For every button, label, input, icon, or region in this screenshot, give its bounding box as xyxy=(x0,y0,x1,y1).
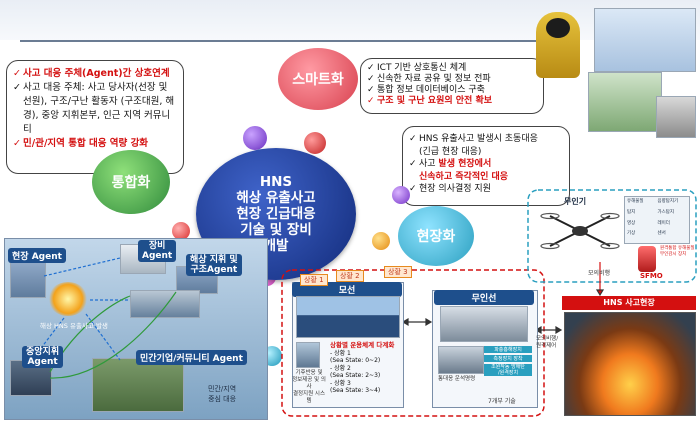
center-title-line-3: 현장 긴급대응 xyxy=(236,206,316,222)
mode-title: 상황별 운용체계 다계화 xyxy=(330,341,395,349)
integration-node: 통합화 xyxy=(92,150,170,214)
field-agent-label: 현장 Agent xyxy=(8,248,66,263)
situation-1-tag: 상황 1 xyxy=(300,274,328,286)
server-rack-image xyxy=(656,96,696,138)
decor-ball-red-small xyxy=(172,222,190,240)
situation-2-tag: 상황 2 xyxy=(336,270,364,282)
link-explosion-community xyxy=(85,313,121,361)
community-image xyxy=(92,358,184,412)
smart-node: 스마트화 xyxy=(278,48,358,110)
usv-button-stack: 파충흥해장치 측정장치 장착 조원작동 방해탄/원격장치 xyxy=(484,346,532,376)
operations-boundary xyxy=(281,269,545,417)
hns-site-label: HNS 사고현장 xyxy=(562,296,696,310)
usv-btn-2: 측정장치 장착 xyxy=(484,355,532,362)
decor-ball-red xyxy=(304,132,326,154)
drone-icon xyxy=(540,212,620,250)
private-agent-label: 민간기업/커뮤니티 Agent xyxy=(136,350,247,365)
decor-ball-purple-small xyxy=(392,186,410,204)
explosion-image xyxy=(48,282,88,316)
field-item-2: ✓사고 발생 현장에서 xyxy=(409,159,492,169)
header-divider xyxy=(20,40,560,42)
integration-item-1: ✓사고 대응 주체(Agent)간 상호연계 xyxy=(13,68,170,79)
hazmat-visor xyxy=(546,18,570,38)
field-item-2b: 신속하고 즉각적인 대응 xyxy=(419,171,509,182)
field-item-3: ✓현장 의사결정 지원 xyxy=(409,184,491,194)
drone-caption: 모의비행 xyxy=(588,270,611,277)
hns-fire-image xyxy=(564,312,696,416)
link-field-equip xyxy=(43,257,121,277)
smart-panel: ✓ICT 기반 상호통신 체계 ✓신속한 자료 공유 및 정보 전파 ✓통합 정… xyxy=(360,58,544,114)
usv-btn-1: 파충흥해장치 xyxy=(484,346,532,353)
integration-item-3: ✓민/관/지역 통합 대응 역량 강화 xyxy=(13,138,149,149)
usv-caption: 통대응 운석명령 xyxy=(438,376,476,382)
mothership-image xyxy=(296,296,400,338)
usv-btn-3: 조원작동 방해탄/원격장치 xyxy=(484,364,532,376)
mode-list: 상황별 운용체계 다계화 - 상황 1 (Sea State: 0~2) - 상… xyxy=(330,341,400,395)
smart-item-2: ✓신속한 자료 공유 및 정보 전파 xyxy=(367,74,491,84)
sfmo-label: SFMO xyxy=(640,272,663,280)
rescue-ship-image xyxy=(130,290,200,318)
link-central-maritime xyxy=(49,291,177,379)
decor-ball-purple xyxy=(243,126,267,150)
decor-ball-orange xyxy=(372,232,390,250)
integration-item-2: ✓사고 대응 주체: 사고 당사자(선장 및 선원), 구조/구난 활동자 (구… xyxy=(13,82,175,135)
center-title-line-1: HNS xyxy=(259,174,293,190)
tech-caption: 7개부 기술 xyxy=(488,398,516,405)
accident-caption: 해상 HNS 유출사고 발생 xyxy=(40,322,108,330)
field-item-1: ✓HNS 유출사고 발생시 초동대응 xyxy=(409,134,538,144)
smart-item-1: ✓ICT 기반 상호통신 체계 xyxy=(367,63,467,73)
field-panel: ✓HNS 유출사고 발생시 초동대응 (긴급 현장 대응) ✓사고 발생 현장에… xyxy=(402,126,570,206)
map-screen-image xyxy=(588,72,662,132)
usv-control-image xyxy=(438,346,484,374)
usv-image xyxy=(440,306,528,342)
center-title-line-2: 해상 유출사고 xyxy=(236,190,316,206)
smart-item-3: ✓통합 정보 데이터베이스 구축 xyxy=(367,85,485,95)
field-node: 현장화 xyxy=(398,206,474,266)
situation-3-tag: 상황 3 xyxy=(384,266,412,278)
link-caption: 모의비행/원격제어 xyxy=(536,336,559,349)
decision-system-image xyxy=(296,342,320,368)
field-agent-image xyxy=(10,262,46,298)
integration-panel: ✓사고 대응 주체(Agent)간 상호연계 ✓사고 대응 주체: 사고 당사자… xyxy=(6,60,184,174)
database-diagram-image xyxy=(594,8,696,72)
sfmo-device xyxy=(638,246,656,272)
drone-boundary xyxy=(527,189,697,283)
center-title-line-4: 기술 및 장비 xyxy=(240,222,312,238)
smart-item-4: ✓구조 및 구난 요원의 안전 확보 xyxy=(367,96,493,106)
field-item-1b: (긴급 현장 대응) xyxy=(419,146,482,157)
center-title-line-5: 개발 xyxy=(263,238,289,254)
drone-label: 무인기 xyxy=(564,197,587,206)
usv-label: 무인선 xyxy=(434,290,534,305)
header-band xyxy=(0,0,700,40)
